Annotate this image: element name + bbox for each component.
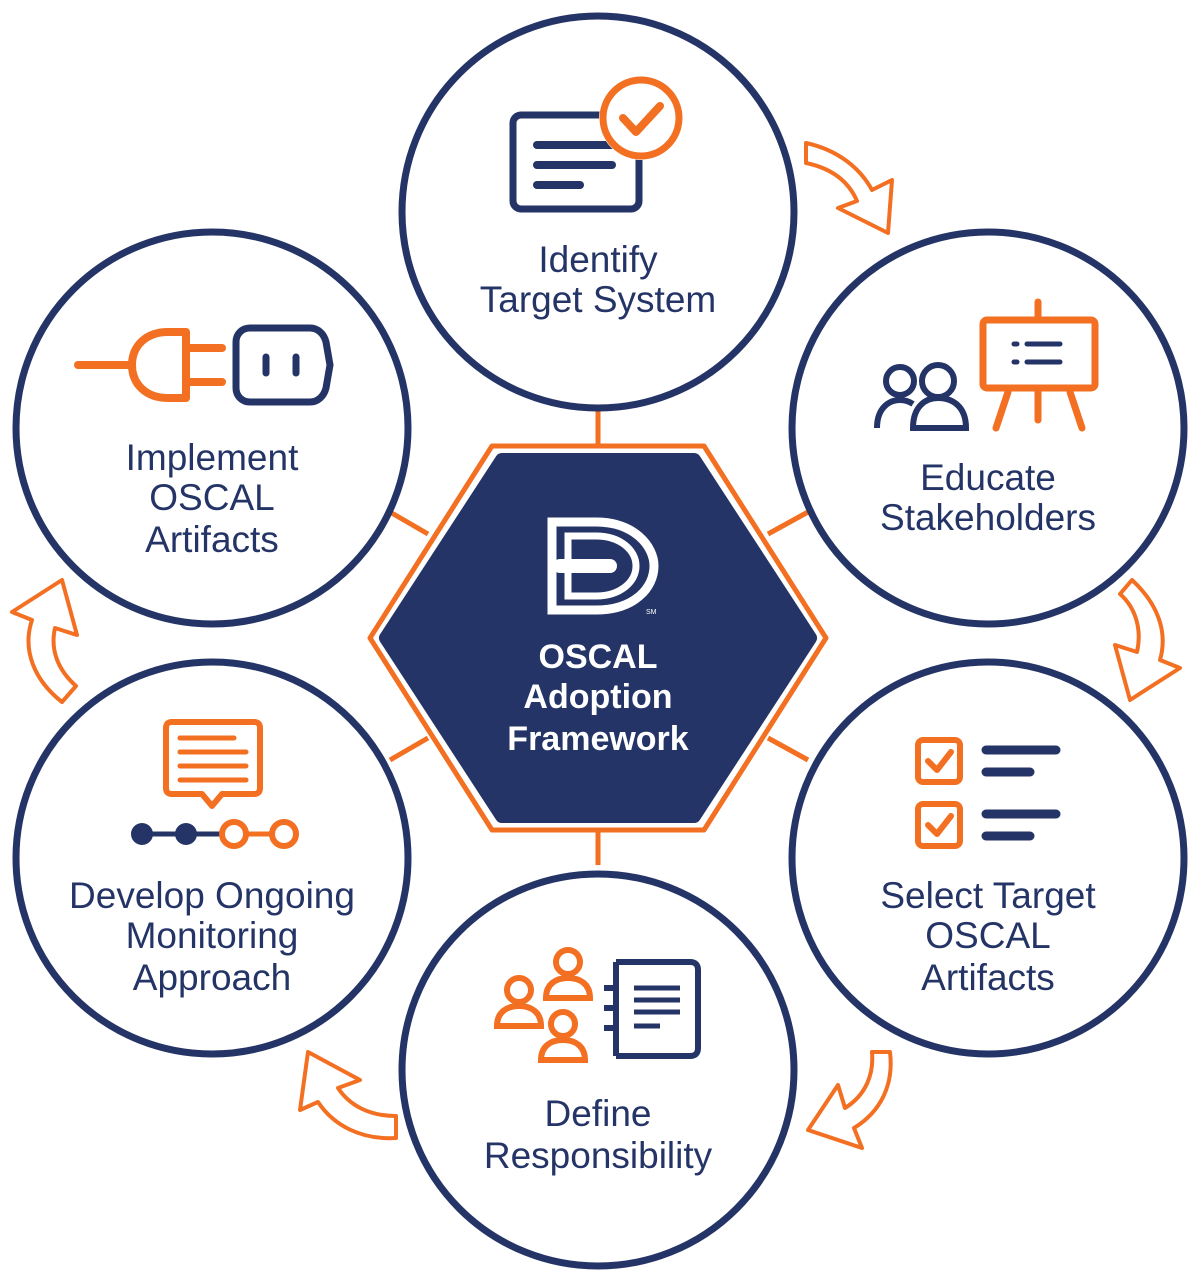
center-title-line-3: Framework [507,720,688,758]
step-label-line-3: Approach [133,957,291,998]
step-label-line-2: Monitoring [126,915,299,956]
arrow-educate-to-select [1113,578,1182,702]
step-develop-ongoing-monitoring-approach: Develop Ongoing Monitoring Approach [12,658,412,1058]
presentation-audience-icon [874,298,1099,432]
document-check-icon [509,76,683,213]
step-label-line-1: Implement [126,437,299,478]
step-label-line-1: Identify [538,239,658,280]
step-circle [788,658,1188,1058]
step-label-line-1: Educate [920,457,1056,498]
checklist-icon [915,737,1061,849]
step-label-line-1: Define [545,1093,652,1134]
step-label-line-2: OSCAL [149,477,274,518]
step-circle [788,228,1188,628]
step-circle [12,228,412,628]
oscal-d-logo [547,517,659,615]
step-circle [12,658,412,1058]
step-label-line-2: Responsibility [484,1135,713,1176]
team-roles-icon [493,947,701,1063]
center-title-line-1: OSCAL [539,638,658,676]
arrow-identify-to-educate [804,141,894,235]
center-hexagon [379,453,817,823]
connectors [388,408,810,865]
step-label-line-2: Stakeholders [880,497,1096,538]
arrow-select-to-define [806,1050,893,1150]
step-label-line-3: Artifacts [921,957,1055,998]
step-identify-target-system: Identify Target System [398,12,798,412]
monitoring-timeline-icon [131,719,299,849]
step-label-line-2: OSCAL [925,915,1050,956]
arrow-develop-to-implement [10,578,79,704]
step-implement-oscal-artifacts: Implement OSCAL Artifacts [12,228,412,628]
step-label-line-2: Target System [480,279,716,320]
step-label-line-1: Develop Ongoing [69,875,355,916]
step-select-target-oscal-artifacts: Select Target OSCAL Artifacts [788,658,1188,1058]
center-trademark: SM [646,609,657,616]
step-circle [398,870,798,1270]
cycle-arrows [10,141,1182,1150]
plug-socket-icon [74,324,334,406]
step-define-responsibility: Define Responsibility [398,870,798,1270]
arrow-define-to-develop [298,1050,398,1141]
step-label-line-1: Select Target [880,875,1096,916]
step-educate-stakeholders: Educate Stakeholders [788,228,1188,628]
step-label-line-3: Artifacts [145,519,279,560]
center-title-line-2: Adoption [523,678,672,716]
center-hub: SM OSCAL Adoption Framework [367,443,829,833]
